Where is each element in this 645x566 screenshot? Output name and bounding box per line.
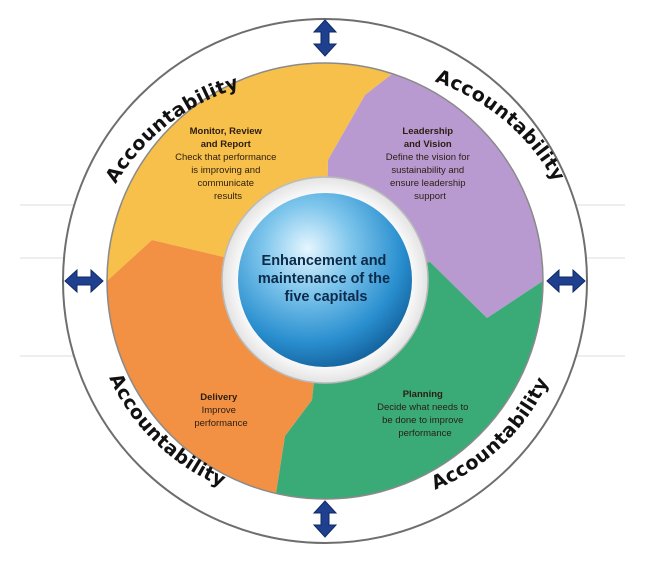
leadership-label: Leadership and Vision Define the vision … [386, 121, 474, 202]
leadership-text-line-2: sustainability and [391, 165, 464, 176]
up-down-arrow-icon [312, 19, 338, 57]
planning-text-line-1: Decide what needs to [377, 402, 468, 413]
delivery-label: Delivery Improve performance [194, 387, 247, 429]
monitor-text-line-1: Check that performance [175, 152, 276, 163]
planning-text-line-2: be done to improve [382, 415, 463, 426]
monitor-text-line-3: communicate [198, 178, 255, 189]
leadership-text-line-1: Define the vision for [386, 152, 470, 163]
left-right-arrow-icon [64, 268, 104, 294]
leadership-title-line-1: Leadership [402, 126, 453, 137]
leadership-text-line-4: support [414, 191, 446, 202]
up-down-arrow-icon [312, 500, 338, 538]
delivery-text-line-1: Improve [202, 405, 236, 416]
monitor-text-line-2: is improving and [191, 165, 260, 176]
center-line-1: Enhancement and [262, 253, 387, 269]
center-line-2: maintenance of the [258, 271, 390, 287]
arrows [64, 19, 586, 538]
planning-text-line-3: performance [398, 428, 451, 439]
left-right-arrow-icon [546, 268, 586, 294]
monitor-text-line-4: results [214, 191, 242, 202]
leadership-text-line-3: ensure leadership [390, 178, 466, 189]
leadership-title-line-2: and Vision [404, 139, 452, 150]
center-label: Enhancement and maintenance of the five … [258, 253, 394, 305]
delivery-title-line-1: Delivery [200, 392, 238, 403]
monitor-title-line-2: and Report [201, 139, 252, 150]
planning-title-line-1: Planning [403, 389, 443, 400]
delivery-text-line-2: performance [194, 418, 247, 429]
center-sphere [238, 193, 412, 367]
monitor-title-line-1: Monitor, Review [190, 126, 263, 137]
center-line-3: five capitals [284, 289, 367, 305]
segments [107, 63, 543, 499]
monitor-label: Monitor, Review and Report Check that pe… [175, 121, 281, 202]
planning-label: Planning Decide what needs to be done to… [377, 384, 473, 439]
